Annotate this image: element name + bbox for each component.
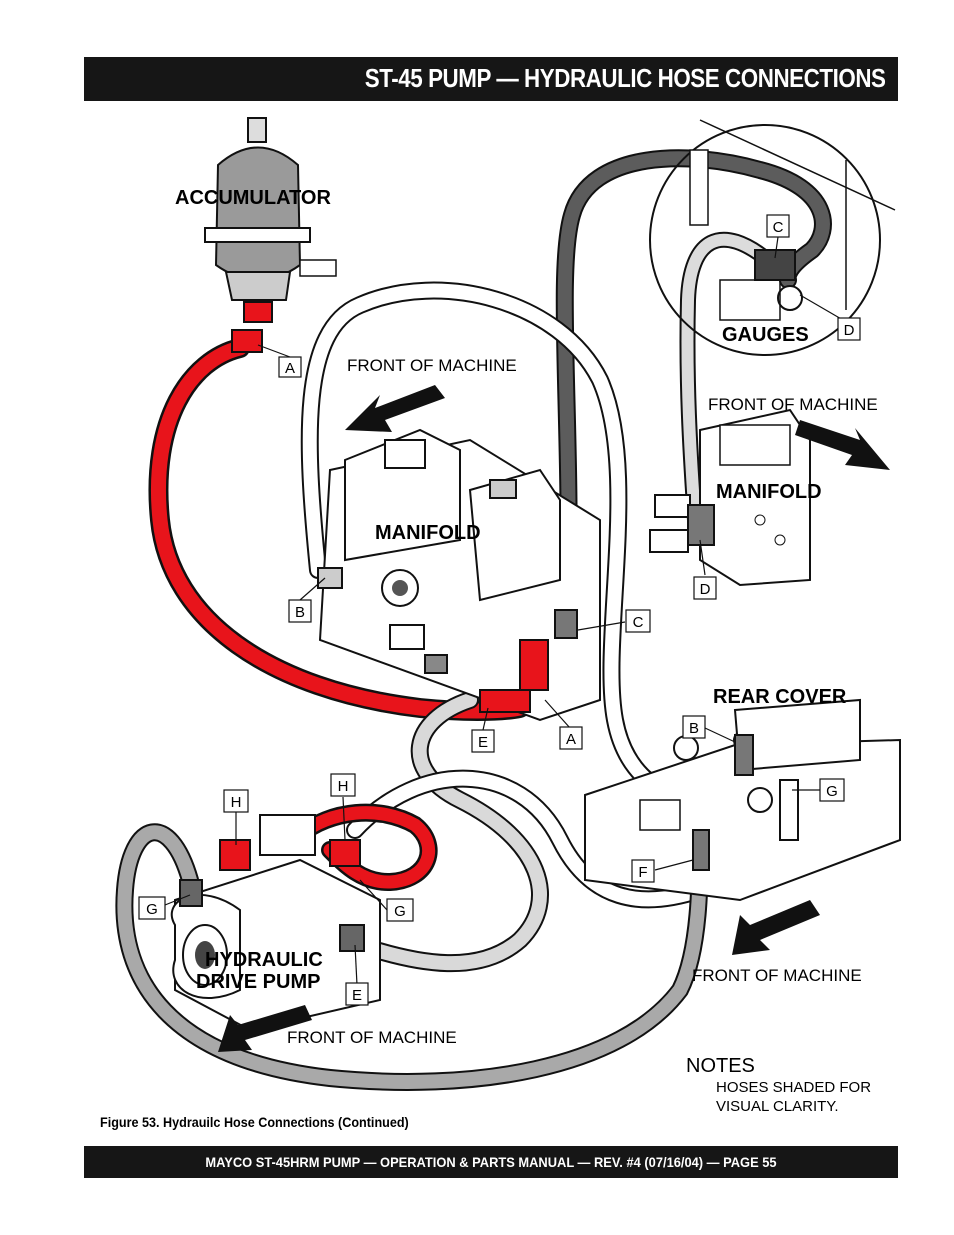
callout-a-main-text: A [566, 731, 576, 748]
front-label-rear: FRONT OF MACHINE [692, 966, 862, 985]
callout-h-left-text: H [231, 794, 242, 811]
callout-b-main: B [288, 599, 312, 623]
callout-a-top-text: A [285, 360, 295, 377]
callout-g-pump-right-text: G [394, 903, 406, 920]
front-label-inset: FRONT OF MACHINE [708, 395, 878, 414]
footer-bar: MAYCO ST-45HRM PUMP — OPERATION & PARTS … [84, 1146, 898, 1178]
callout-f-rear-text: F [638, 864, 647, 881]
light-hose-d [679, 231, 778, 528]
notes-heading: NOTES [686, 1055, 755, 1077]
callout-d-inset-bottom-text: D [700, 581, 711, 598]
figure-caption: Figure 53. Hydrauilc Hose Connections (C… [100, 1114, 409, 1130]
callout-g-rear-text: G [826, 783, 838, 800]
front-arrow-rear [732, 900, 820, 955]
footer-text: MAYCO ST-45HRM PUMP — OPERATION & PARTS … [205, 1154, 777, 1170]
dark-hose-c [555, 149, 832, 609]
callout-h-right: H [330, 773, 356, 797]
callout-e-pump-text: E [352, 987, 362, 1004]
drive-pump-label-line1: HYDRAULIC [205, 949, 323, 971]
callout-h-right-text: H [338, 778, 349, 795]
leader-lines [164, 236, 844, 986]
accumulator-label: ACCUMULATOR [175, 187, 331, 209]
callout-g-rear: G [819, 778, 845, 802]
callout-d-inset-bottom: D [693, 576, 717, 600]
callout-b-rear: B [682, 715, 706, 739]
front-arrow-main [345, 385, 445, 432]
callout-d-inset-top-text: D [844, 322, 855, 339]
accumulator-component [204, 117, 337, 353]
title-bar: ST-45 PUMP — HYDRAULIC HOSE CONNECTIONS [84, 57, 898, 101]
callout-g-pump-right: G [386, 898, 414, 922]
gauges-label: GAUGES [722, 324, 809, 346]
rear-cover-label: REAR COVER [713, 686, 847, 708]
callout-a-top: A [278, 356, 302, 378]
red-hose-h [291, 803, 438, 891]
callout-h-left: H [223, 789, 249, 813]
callout-e-main: E [471, 729, 495, 753]
callout-g-pump-left-text: G [146, 901, 158, 918]
grey-hose-f [115, 823, 709, 1091]
callout-e-main-text: E [478, 734, 488, 751]
manifold-inset-label: MANIFOLD [716, 481, 822, 503]
gauges-inset [649, 119, 896, 356]
drive-pump-label-line2: DRIVE PUMP [196, 971, 320, 993]
page-title: ST-45 PUMP — HYDRAULIC HOSE CONNECTIONS [365, 63, 886, 93]
callout-c-inset-text: C [773, 219, 784, 236]
drive-pump-component [170, 814, 381, 1032]
front-arrow-pump [218, 1005, 312, 1052]
callout-a-main: A [559, 726, 583, 750]
callout-b-rear-text: B [689, 720, 699, 737]
callout-c-main: C [625, 609, 651, 633]
manifold-main-label: MANIFOLD [375, 522, 481, 544]
callout-b-main-text: B [295, 604, 305, 621]
front-label-main: FRONT OF MACHINE [347, 356, 517, 375]
grey-hose-e [351, 691, 549, 973]
main-manifold-component [317, 428, 601, 722]
front-arrow-inset [795, 420, 890, 470]
inset-manifold-component [649, 408, 811, 587]
callout-f-rear: F [631, 859, 655, 883]
callout-g-pump-left: G [138, 896, 166, 920]
callout-c-main-text: C [633, 614, 644, 631]
callout-e-pump: E [345, 982, 369, 1006]
callout-d-inset-top: D [837, 317, 861, 341]
notes-line-1: HOSES SHADED FOR [716, 1079, 871, 1096]
notes-line-2: VISUAL CLARITY. [716, 1098, 839, 1115]
callout-c-inset: C [766, 214, 790, 238]
front-label-pump: FRONT OF MACHINE [287, 1028, 457, 1047]
